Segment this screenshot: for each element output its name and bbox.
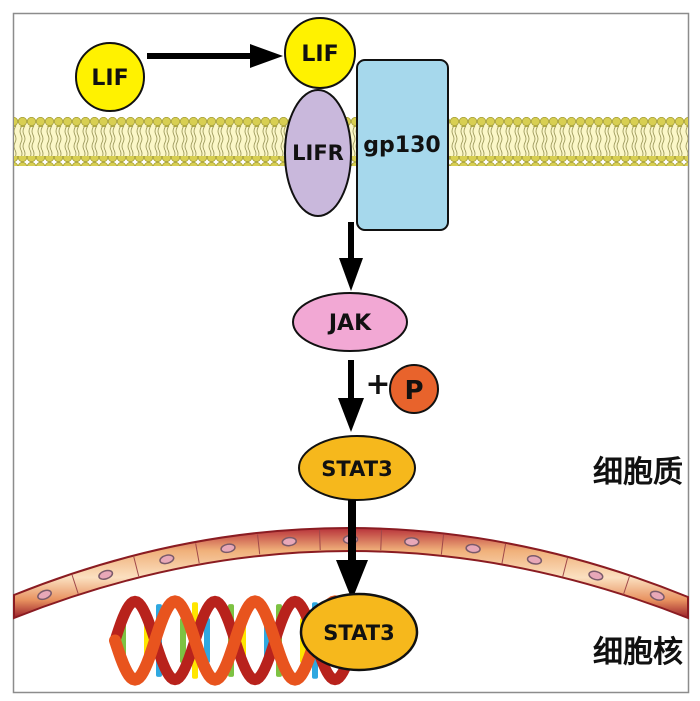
- envelope-cell-border: [562, 557, 569, 577]
- stat3-cytoplasm-label: STAT3: [321, 457, 392, 481]
- lif-bound-node: LIF: [284, 17, 356, 89]
- nuclear-envelope: [13, 527, 689, 620]
- envelope-cell-nucleus: [37, 589, 52, 601]
- envelope-cell-nucleus: [526, 554, 543, 565]
- envelope-cell-nucleus: [281, 536, 297, 547]
- dna-base-pair: [204, 618, 210, 663]
- arrow-receptor-to-jak: [339, 222, 363, 291]
- envelope-cell-nucleus: [220, 543, 236, 554]
- envelope-cell-border: [195, 543, 200, 564]
- arrow-lif-binding: [147, 44, 283, 68]
- lif-bound-label: LIF: [301, 42, 338, 67]
- envelope-cell-nucleus: [159, 554, 175, 565]
- stat3-cytoplasm-node: STAT3: [298, 435, 416, 501]
- envelope-cell-nucleus: [588, 570, 604, 581]
- envelope-cell-nucleus: [98, 569, 114, 580]
- gp130-label: gp130: [363, 133, 440, 158]
- envelope-cell-border: [501, 543, 507, 564]
- envelope-cell-border: [319, 530, 321, 551]
- envelope-cell-border: [380, 530, 383, 551]
- envelope-cell-border: [440, 534, 445, 555]
- envelope-cell-nucleus: [465, 543, 481, 554]
- envelope-cell-border: [622, 575, 631, 595]
- stat3-nucleus-node: STAT3: [299, 592, 419, 672]
- plus-sign: +: [365, 367, 390, 402]
- envelope-cell-nucleus: [649, 590, 665, 601]
- lif-free-node: LIF: [75, 42, 145, 112]
- envelope-cell-border: [71, 574, 79, 594]
- envelope-cell-border: [257, 534, 261, 555]
- jak-label: JAK: [327, 311, 372, 336]
- envelope-cell-border: [133, 556, 140, 577]
- stat3-nucleus-label: STAT3: [323, 621, 394, 645]
- cytoplasm-label: 细胞质: [593, 455, 683, 490]
- arrow-jak-to-stat3: [338, 360, 364, 432]
- nucleus-label: 细胞核: [593, 635, 683, 670]
- phosphate-node: P: [389, 364, 439, 414]
- arrow-stat3-to-nucleus: [336, 500, 368, 600]
- phosphate-label: P: [404, 376, 423, 406]
- envelope-cell-nucleus: [404, 537, 420, 547]
- lif-free-label: LIF: [91, 66, 128, 91]
- lifr-label: LIFR: [292, 141, 344, 165]
- lifr-receptor: LIFR: [284, 89, 352, 217]
- dna-base-pair: [180, 618, 186, 663]
- gp130-receptor: gp130: [356, 59, 449, 231]
- jak-node: JAK: [292, 292, 408, 352]
